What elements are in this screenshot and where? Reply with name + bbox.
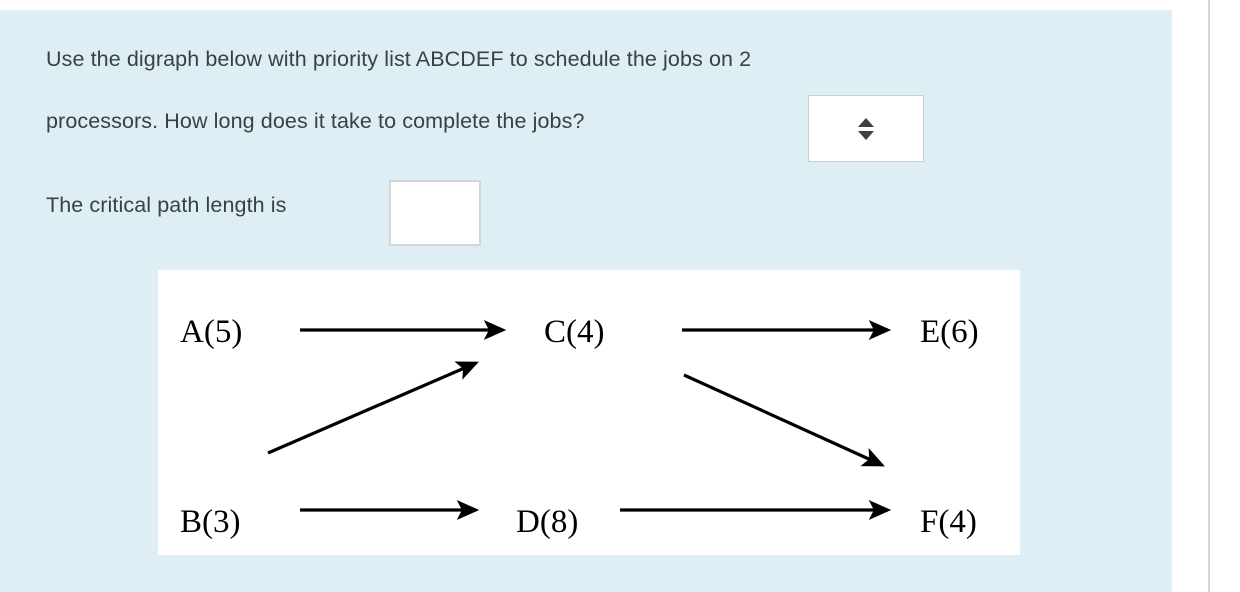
question-panel: Use the digraph below with priority list…: [0, 10, 1172, 592]
edge-B-to-C: [267, 361, 479, 455]
node-label-D: D(8): [516, 504, 578, 540]
edge-C-to-F: [683, 373, 885, 467]
digraph-svg: A(5) B(3) C(4) D(8) E(6) F(4): [180, 314, 979, 540]
question-line-1: Use the digraph below with priority list…: [46, 47, 752, 71]
node-label-F: F(4): [920, 504, 977, 540]
digraph-figure: A(5) B(3) C(4) D(8) E(6) F(4): [158, 270, 1020, 555]
node-label-B: B(3): [180, 504, 241, 540]
node-label-A: A(5): [180, 314, 242, 350]
up-down-spinner-icon: [858, 117, 874, 140]
node-label-E: E(6): [920, 314, 979, 350]
digraph-nodes: A(5) B(3) C(4) D(8) E(6) F(4): [180, 314, 979, 540]
page-right-divider: [1208, 0, 1210, 592]
node-label-C: C(4): [544, 314, 605, 350]
digraph-edges: [267, 320, 892, 520]
question-line-3: The critical path length is: [46, 193, 287, 217]
schedule-length-select[interactable]: [808, 95, 924, 162]
question-line-2: processors. How long does it take to com…: [46, 109, 585, 133]
critical-path-input[interactable]: [389, 180, 481, 246]
